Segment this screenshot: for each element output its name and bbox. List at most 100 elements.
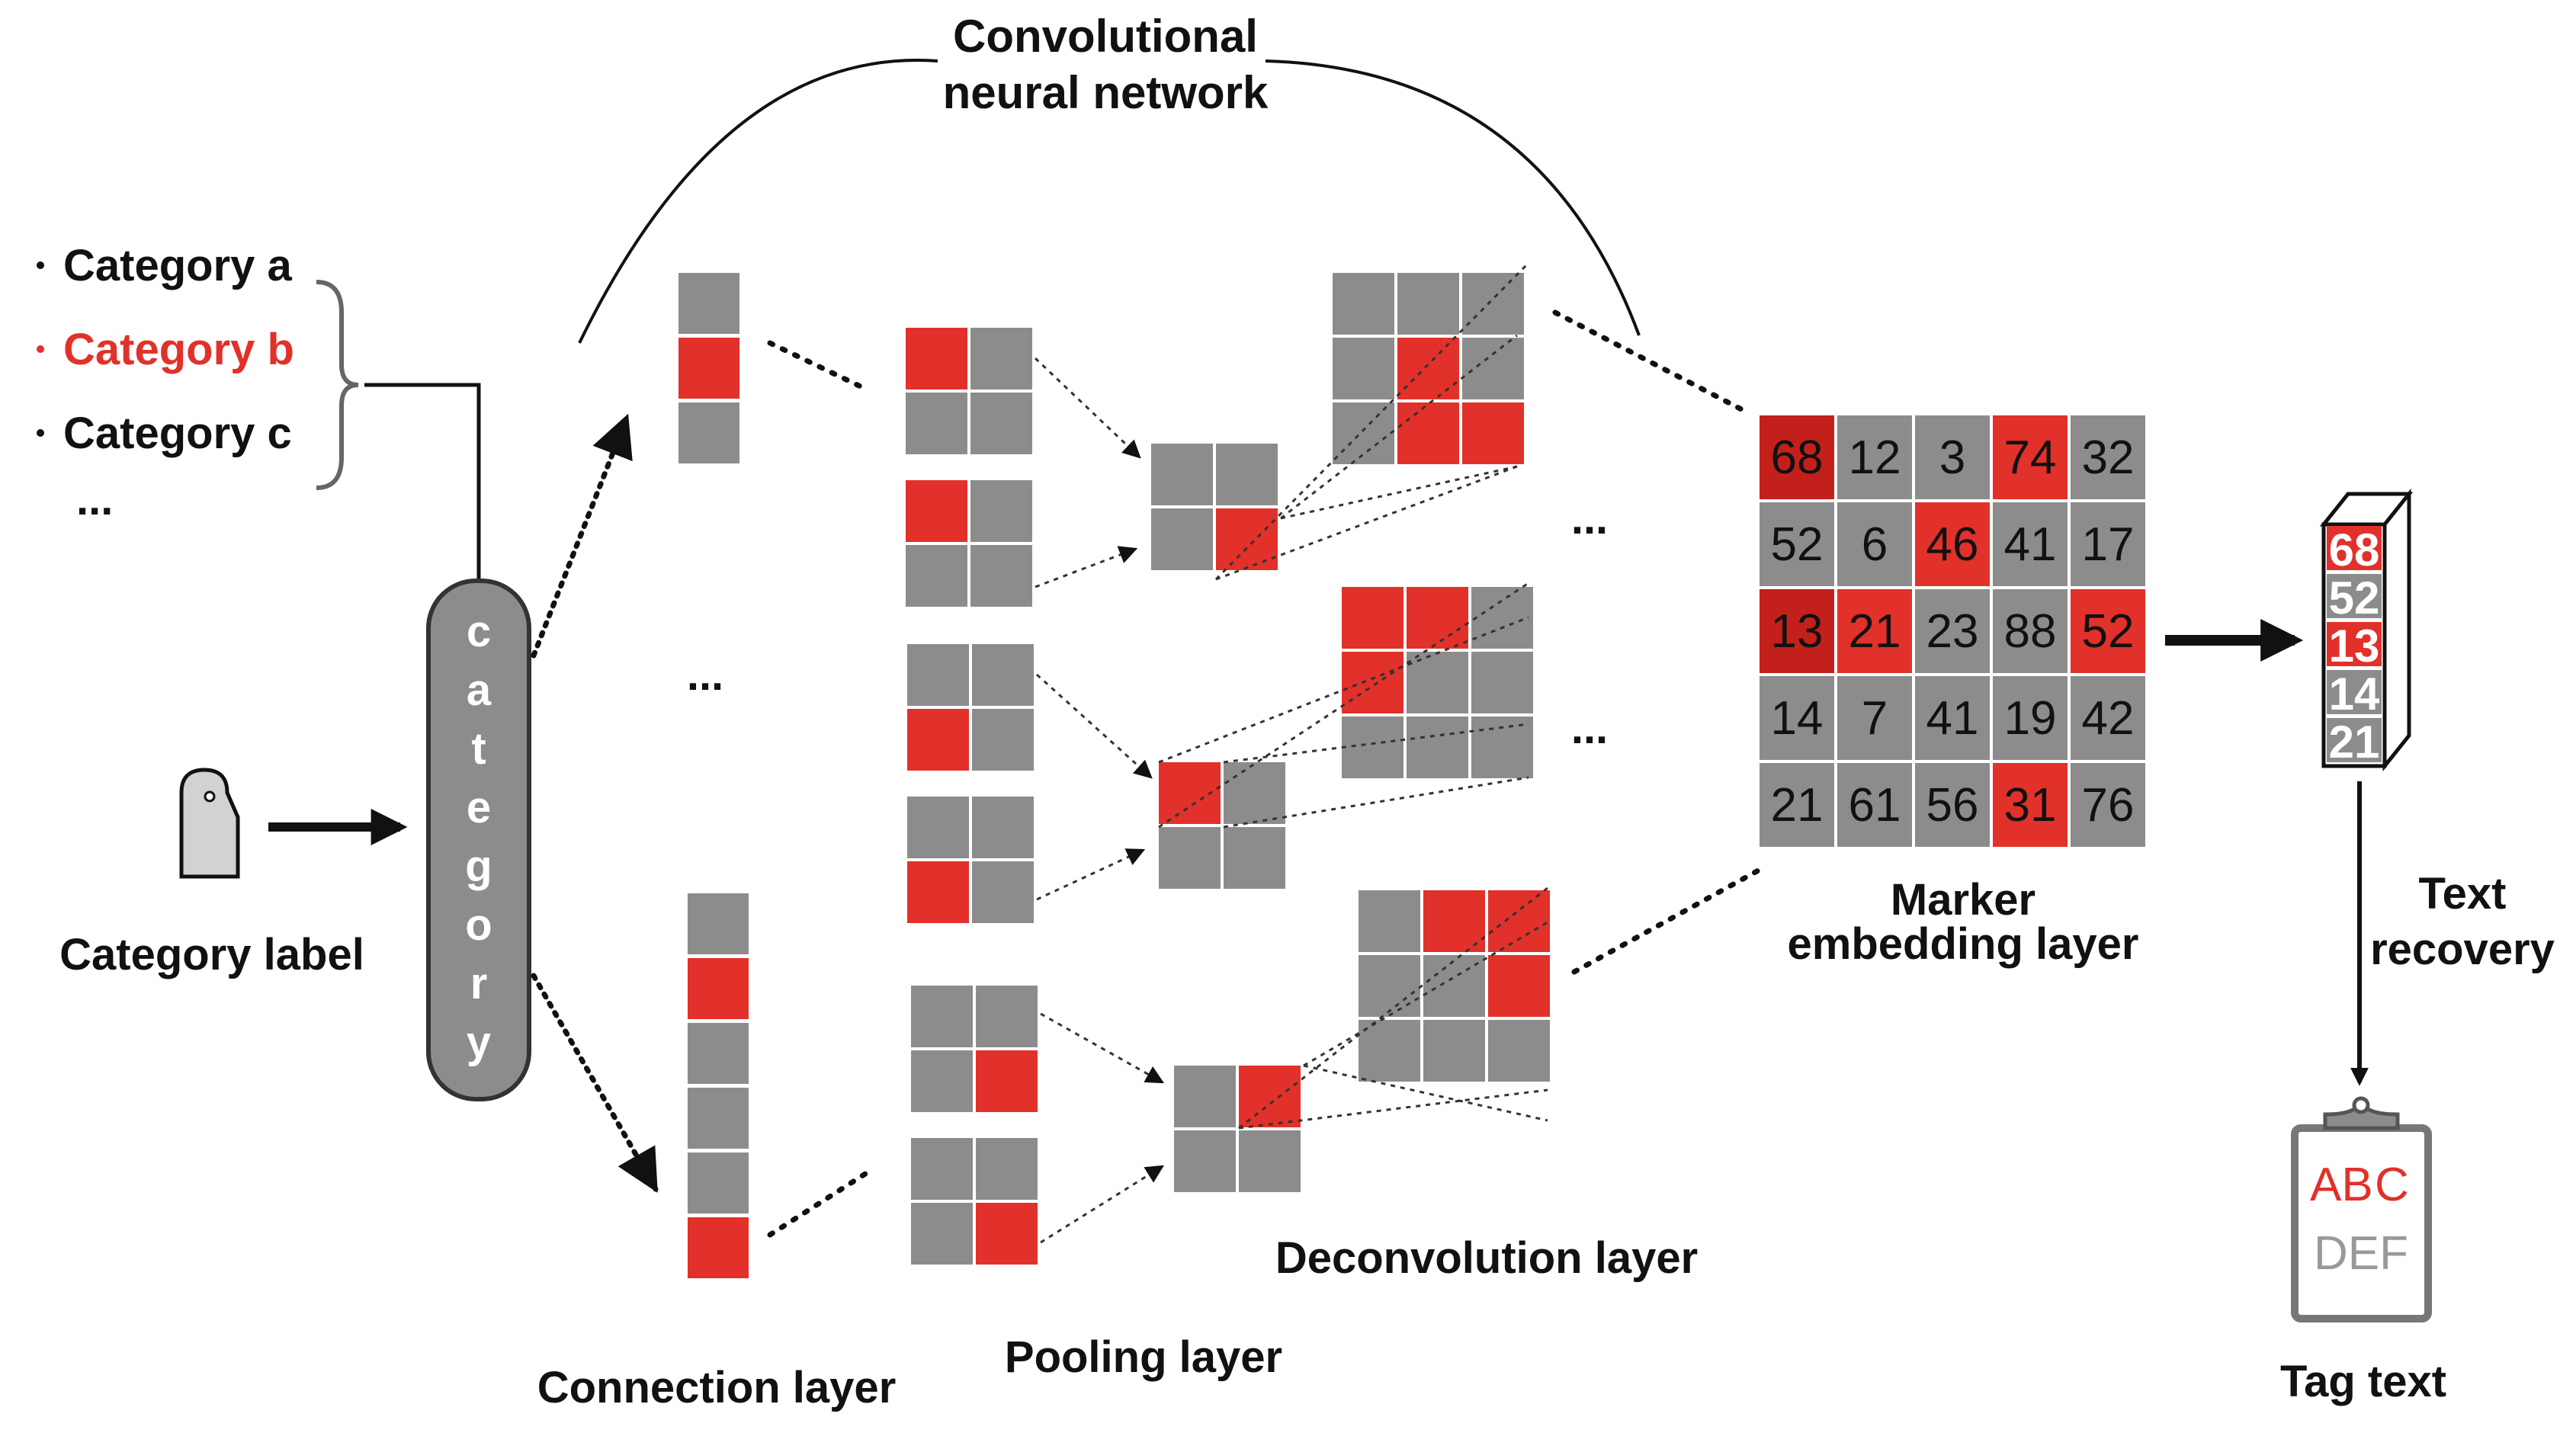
pill-letter: r	[470, 959, 488, 1008]
grid-cell	[1333, 273, 1394, 335]
marker-cell	[1993, 676, 2068, 760]
pool-map-1	[1151, 444, 1278, 570]
pill-letter: g	[465, 842, 492, 891]
grid-cell	[1488, 890, 1550, 952]
grid-cell	[1151, 444, 1213, 505]
grid-cell	[906, 480, 967, 542]
marker-cell	[2071, 502, 2145, 586]
marker-value: 88	[2004, 605, 2057, 658]
marker-cell	[1760, 415, 1834, 499]
category-brace	[316, 280, 359, 490]
dotted-connector	[1040, 1012, 1165, 1084]
tag-icon	[179, 768, 240, 879]
category-more: ...	[76, 475, 113, 524]
clipboard-line2: DEF	[2314, 1227, 2408, 1280]
category-c-label: Category c	[63, 409, 292, 458]
grid-cell	[1224, 827, 1285, 889]
marker-value: 61	[1849, 779, 1901, 832]
grid-cell	[970, 393, 1032, 454]
marker-cell	[2071, 676, 2145, 760]
marker-cell	[1760, 763, 1834, 847]
column-cell	[688, 1152, 749, 1213]
bullet-b	[37, 345, 44, 353]
feature-map-connections	[1034, 261, 1548, 1244]
connection-cells-top	[678, 273, 739, 463]
marker-value: 3	[1939, 431, 1965, 484]
grid-cell	[906, 545, 967, 607]
connection-ellipsis: ...	[687, 650, 723, 700]
marker-value: 23	[1926, 605, 1979, 658]
grid-cell	[1471, 587, 1533, 649]
dotted-connector	[1036, 848, 1146, 901]
marker-value: 32	[2082, 431, 2135, 484]
category-a-label: Category a	[63, 241, 293, 290]
pool-map-3	[1174, 1066, 1301, 1192]
bullet-a	[37, 261, 44, 269]
marker-value: 21	[1771, 779, 1824, 832]
marker-value: 12	[1849, 431, 1901, 484]
grid-cell	[907, 861, 969, 923]
conn-dots-bottom	[767, 1171, 868, 1238]
marker-cell	[1915, 676, 1990, 760]
marker-value: 19	[2004, 692, 2057, 745]
category-list: Category a Category b Category c ...	[37, 241, 481, 579]
marker-value: 41	[2004, 518, 2057, 571]
dotted-connector	[1303, 1064, 1548, 1122]
pill-letter: o	[465, 900, 492, 950]
column-cell	[678, 338, 739, 399]
grid-cell	[976, 1138, 1038, 1200]
grid-cell	[1397, 402, 1459, 464]
marker-value: 31	[2004, 779, 2057, 832]
dotted-connector	[1223, 723, 1529, 764]
grid-cell	[1342, 587, 1403, 649]
grid-cell	[1216, 508, 1278, 570]
grid-cell	[1423, 1020, 1485, 1082]
vector-cell	[2327, 574, 2382, 618]
input-map-3	[907, 644, 1034, 771]
text-recovery-line1: Text	[2419, 869, 2507, 918]
dotted-connector	[1035, 546, 1138, 588]
marker-value: 41	[1926, 692, 1979, 745]
grid-cell	[1333, 338, 1394, 399]
marker-cell	[2071, 763, 2145, 847]
marker-cell	[1760, 676, 1834, 760]
marker-value: 7	[1862, 692, 1888, 745]
grid-cell	[970, 545, 1032, 607]
marker-cell	[1993, 589, 2068, 673]
grid-cell	[1216, 444, 1278, 505]
cnn-arc	[578, 59, 938, 344]
vector-value: 13	[2329, 620, 2380, 672]
dotted-connector	[1280, 334, 1518, 520]
marker-value: 46	[1926, 518, 1979, 571]
marker-cell	[1915, 415, 1990, 499]
column-cell	[688, 893, 749, 954]
grid-cell	[976, 986, 1038, 1047]
marker-value: 56	[1926, 779, 1979, 832]
grid-cell	[1174, 1130, 1236, 1192]
grid-cell	[1462, 273, 1524, 335]
deconv-map-3	[1359, 890, 1550, 1082]
grid-cell	[907, 644, 969, 706]
grid-cell	[906, 393, 967, 454]
deconv-map-2	[1342, 587, 1533, 778]
dotted-connector	[1158, 582, 1529, 829]
marker-label-line1: Marker	[1891, 875, 2035, 925]
marker-cell	[1915, 763, 1990, 847]
column-cell	[678, 273, 739, 334]
grid-cell	[1174, 1066, 1236, 1127]
grid-cell	[1488, 955, 1550, 1017]
grid-cell	[1397, 273, 1459, 335]
marker-cell	[1837, 589, 1912, 673]
grid-cell	[1407, 587, 1468, 649]
text-recovery-line2: recovery	[2370, 925, 2555, 974]
marker-cell	[2071, 589, 2145, 673]
marker-value: 6	[1862, 518, 1888, 571]
clipboard-line1-gray: C	[2375, 1159, 2409, 1211]
column-cell	[688, 1023, 749, 1084]
grid-cell	[911, 986, 973, 1047]
grid-cell	[970, 328, 1032, 390]
grid-cell	[1423, 890, 1485, 952]
